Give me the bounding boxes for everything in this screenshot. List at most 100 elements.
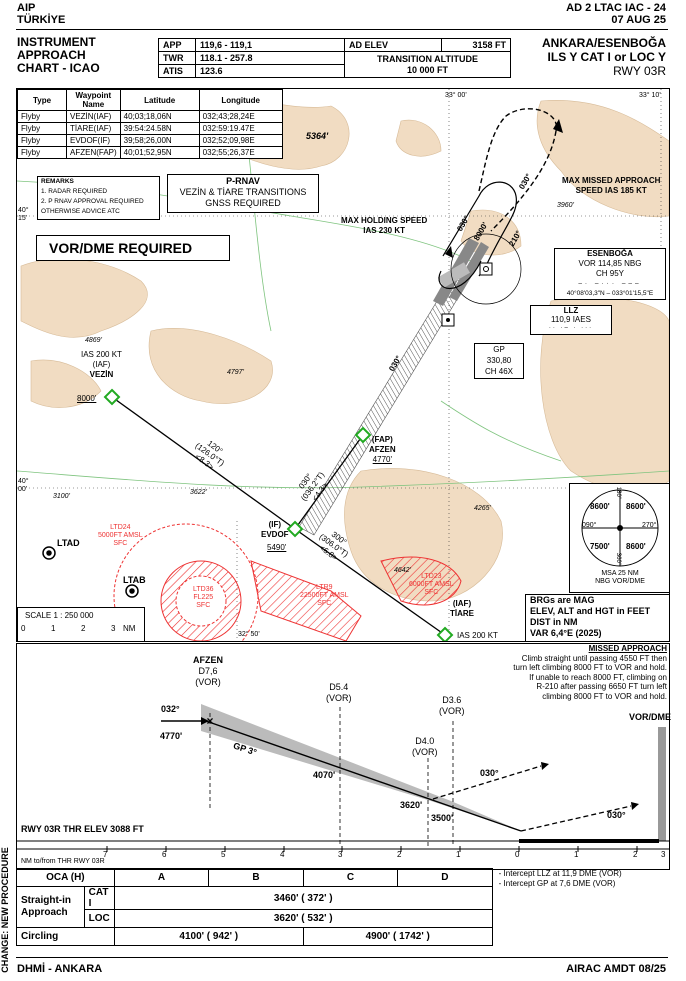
profile-d54-vor: (VOR)	[326, 693, 352, 703]
spot-height-4797: 4797'	[227, 369, 244, 376]
ltd23-label: LTD23 6000FT AMSL SFC	[409, 573, 454, 597]
gp-ch: CH 46X	[484, 367, 513, 376]
restricted-areas	[113, 523, 462, 641]
note-2: ELEV, ALT and HGT in FEET	[530, 606, 651, 616]
wp-cell: TİARE(IAF)	[66, 122, 121, 135]
profile-d36-dist: D3.6	[442, 695, 462, 705]
evdof-if: (IF)	[268, 520, 281, 529]
prnav-box: P-RNAV VEZİN & TİARE TRANSITIONS GNSS RE…	[167, 174, 319, 213]
tiare-label: (IAF) TİARE	[450, 599, 474, 619]
vezin-name: VEZİN	[89, 370, 114, 379]
tick-r3: 3	[661, 850, 666, 859]
aip-label: AIP	[17, 2, 36, 14]
tick-7: 7	[103, 850, 108, 859]
table-row: Flyby VEZİN(IAF) 40;03;18,06N 032;43;28,…	[17, 110, 283, 123]
profile-threshold: RWY 03R THR ELEV 3088 FT	[21, 824, 144, 834]
wp-header-name: Waypoint Name	[66, 89, 121, 111]
lat-40-00: 40° 00'	[18, 478, 29, 493]
wp-cell: 39;58;26,00N	[119, 134, 200, 147]
spot-height-4642: 4642'	[394, 567, 411, 574]
tiare-ias: IAS 200 KT	[457, 631, 498, 640]
missed-approach-profile	[432, 765, 632, 832]
profile-d36: D3.6 (VOR)	[439, 695, 465, 717]
ltab-label: LTAB	[123, 575, 146, 585]
profile-view: × AFZEN D7,6 (VOR) D5.4 (VOR) D3.6 (VOR)…	[16, 643, 671, 870]
profile-diagram: ×	[17, 704, 669, 852]
svg-text:×: ×	[206, 714, 213, 728]
vor-compass-rose	[450, 233, 522, 305]
glide-path	[205, 720, 522, 832]
doc-id: AD 2 LTAC IAC - 24	[566, 2, 666, 14]
profile-alt-4770: 4770'	[160, 731, 183, 741]
twr-key: TWR	[158, 51, 196, 65]
scale-0: 0	[21, 624, 26, 633]
max-missed-speed: MAX MISSED APPROACH SPEED IAS 185 KT	[562, 176, 660, 196]
oca-circling-ab: 4100' ( 942' )	[113, 927, 304, 946]
ltd23-upper: 6000FT AMSL	[409, 581, 454, 588]
profile-afzen: AFZEN D7,6 (VOR)	[193, 655, 223, 688]
scale-3: 3	[111, 624, 116, 633]
wp-cell: 032;55;26,37E	[198, 146, 283, 159]
wp-header-lon: Longitude	[198, 89, 283, 111]
notes-box: BRGs are MAG ELEV, ALT and HGT in FEET D…	[525, 594, 669, 641]
scale-text: SCALE 1 : 250 000	[25, 611, 94, 620]
elev-value: 3158 FT	[441, 38, 511, 52]
wp-cell: Flyby	[17, 146, 67, 159]
afzen-name: AFZEN	[369, 445, 396, 454]
app-key: APP	[158, 38, 196, 52]
title-line-1: INSTRUMENT	[17, 35, 96, 49]
vezin-iaf: (IAF)	[92, 360, 111, 369]
profile-alt-4070: 4070'	[313, 770, 336, 780]
ltr9-upper: 22500FT AMSL	[300, 592, 349, 599]
prnav-title: P-RNAV	[226, 176, 260, 186]
evdof-label: (IF) EVDOF	[261, 520, 289, 540]
atis-key: ATIS	[158, 64, 196, 78]
procedure-name: ILS Y CAT I or LOC Y	[547, 50, 666, 64]
gp-wedge	[201, 704, 521, 831]
scale-2: 2	[81, 624, 86, 633]
title-line-3: CHART - ICAO	[17, 61, 100, 75]
tick-1: 1	[456, 850, 461, 859]
esenboga-vor-box: ESENBOĞA VOR 114,85 NBG CH 95Y –· –··· –…	[554, 248, 666, 300]
ltd24-upper: 5000FT AMSL	[98, 532, 143, 539]
oca-cat1-label: CAT I	[83, 886, 115, 910]
remark-1: 1. RADAR REQUIRED	[41, 188, 108, 195]
ltd24-name: LTD24	[110, 524, 131, 531]
wp-cell: 40;03;18,06N	[119, 110, 200, 123]
oca-cat1-value: 3460' ( 372' )	[113, 886, 493, 910]
msa-box: 8600' 8600' 090° 270° 7500' 8600' 180° 3…	[569, 483, 669, 593]
ltd36-upper: FL225	[193, 594, 214, 601]
plan-view-map	[17, 89, 669, 641]
profile-afzen-name: AFZEN	[193, 655, 223, 665]
afzen-altitude: 4770'	[372, 455, 392, 464]
ltr9-label: LTR9 22500FT AMSL SFC	[300, 584, 349, 608]
llz-name: LLZ	[563, 306, 579, 315]
profile-d54-dist: D5.4	[329, 682, 349, 692]
morse-code: –· –··· –––	[578, 280, 642, 287]
ltad-label: LTAD	[57, 538, 80, 548]
table-row: Flyby AFZEN(FAP) 40;01;52,95N 032;55;26,…	[17, 146, 283, 159]
llz-box: LLZ 110,9 IAES ·· ·– · ···	[530, 305, 612, 335]
missed-approach-track	[478, 108, 558, 232]
vor-dme-symbol	[479, 262, 493, 276]
wp-cell: 032:59:19.47E	[198, 122, 283, 135]
wp-cell: 40;01;52,95N	[119, 146, 200, 159]
tick-0: 0	[515, 850, 520, 859]
wp-cell: 032;43;28,24E	[198, 110, 283, 123]
waypoint-symbols	[103, 388, 454, 641]
oca-cat-a: A	[113, 868, 210, 887]
spot-height-5364: 5364'	[306, 131, 329, 141]
esenboga-ch: CH 95Y	[595, 269, 624, 278]
missed-line-4: R-210 after passing 6650 FT turn left	[536, 682, 667, 691]
spot-height-4265: 4265'	[474, 505, 491, 512]
ltd24-lower: SFC	[113, 540, 128, 547]
max-missed-value: SPEED IAS 185 KT	[575, 186, 647, 195]
profile-alt-3620: 3620'	[400, 800, 423, 810]
spot-height-3960: 3960'	[557, 202, 574, 209]
max-holding-value: IAS 230 KT	[363, 226, 406, 235]
msa-ne: 8600'	[626, 502, 646, 511]
runway-name: RWY 03R	[613, 64, 666, 78]
wp-cell: Flyby	[17, 110, 67, 123]
msa-270: 270°	[642, 522, 657, 529]
llz-freq: 110,9 IAES	[551, 315, 591, 324]
